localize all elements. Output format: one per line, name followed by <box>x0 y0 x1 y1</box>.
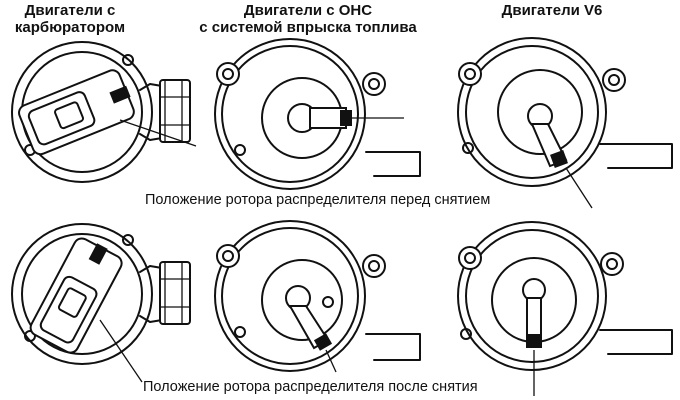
v6-rotor-after <box>522 278 546 348</box>
header-carburetor-line1: Двигатели с <box>24 2 116 19</box>
ohc-rotor-after <box>285 285 333 351</box>
caption-after-removal: Положение ротора распределителя после сн… <box>143 379 478 395</box>
ohc-rotor-before <box>287 103 352 133</box>
header-carburetor-line2: карбюратором <box>14 19 126 36</box>
header-v6-engines: Двигатели V6 <box>462 2 642 19</box>
carb-rotor-after <box>29 237 123 354</box>
ohc-distributor-before <box>214 38 421 190</box>
v6-distributor-after <box>457 221 673 396</box>
header-ohc-line2: с системой впрыска топлива <box>199 19 417 36</box>
header-ohc-line1: Двигатели с ОНС <box>243 2 373 19</box>
caption-before-removal: Положение ротора распределителя перед сн… <box>145 192 491 208</box>
header-v6-line1: Двигатели V6 <box>501 2 603 19</box>
header-carburetor-engines: Двигатели с карбюратором <box>2 2 138 36</box>
header-ohc-engines: Двигатели с ОНС с системой впрыска топли… <box>188 2 428 36</box>
v6-rotor-before <box>527 103 568 168</box>
carb-rotor-before <box>18 69 135 156</box>
ohc-distributor-after <box>214 220 421 373</box>
carb-distributor-after <box>11 223 191 383</box>
carb-distributor-before <box>11 41 197 183</box>
v6-distributor-before <box>457 37 673 209</box>
